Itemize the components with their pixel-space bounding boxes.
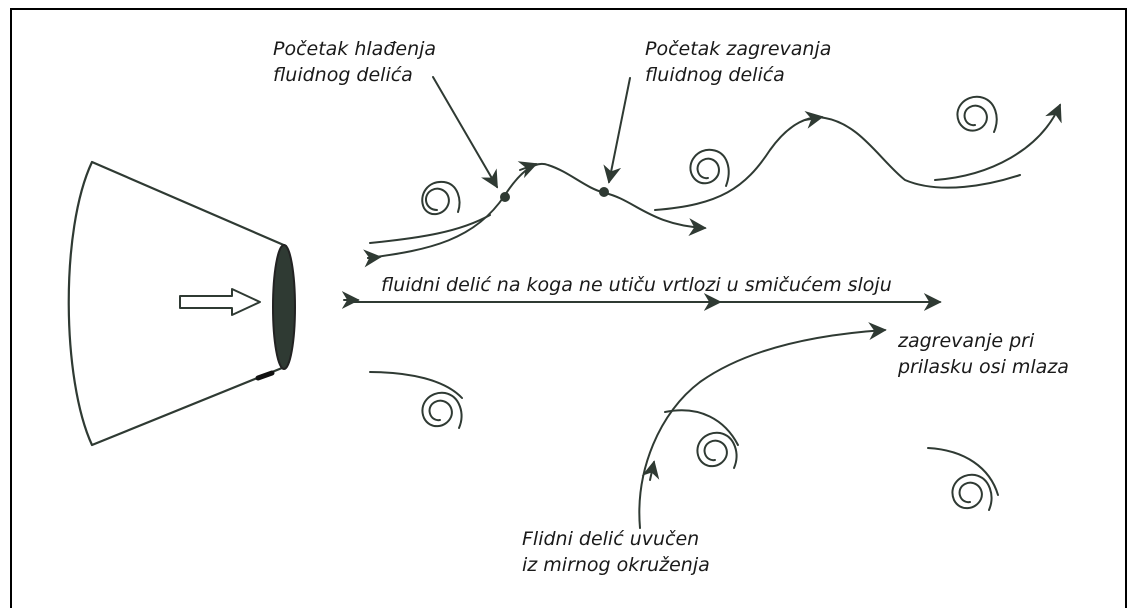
lower-left-shear-line <box>369 371 463 399</box>
vortex-5 <box>696 431 738 469</box>
vortex-4 <box>421 391 463 429</box>
entrained-particle-line-2: iz mirnog okruženja <box>522 554 710 576</box>
heating-start-line-2: fluidnog delića <box>645 64 785 86</box>
lower-middle-shear-line <box>664 409 739 446</box>
entrained-arrow-lower <box>641 460 660 481</box>
right-rising-path <box>934 103 1062 181</box>
flow-direction-arrow <box>179 288 261 316</box>
cooling-leader-line <box>432 76 498 189</box>
heating-near-axis-line-2: prilasku osi mlaza <box>898 356 1069 378</box>
wave-arrow-tip-left <box>363 249 382 268</box>
heating-start-point <box>599 187 609 197</box>
entrained-particle-path <box>638 322 887 529</box>
wave-arrow-1 <box>517 161 538 179</box>
upper-inflow-line <box>369 214 491 244</box>
nozzle-exit <box>272 244 296 370</box>
wavy-particle-path <box>367 162 707 259</box>
vortex-1 <box>421 180 461 216</box>
wave-arrow-2 <box>804 110 824 129</box>
entrained-particle-label: Flidni delić uvučen iz mirnog okruženja <box>522 526 710 578</box>
heating-near-axis-label: zagrevanje pri prilasku osi mlaza <box>898 328 1069 380</box>
nozzle <box>67 160 296 447</box>
entrained-particle-line-1: Flidni delić uvučen <box>522 528 700 550</box>
unaffected-particle-label: fluidni delić na koga ne utiču vrtlozi u… <box>381 274 892 296</box>
cooling-start-label: Početak hlađenja fluidnog delića <box>273 36 436 88</box>
nozzle-body <box>67 160 288 447</box>
cooling-start-point <box>500 192 510 202</box>
nozzle-lip-mark <box>255 370 275 381</box>
heating-leader-line <box>603 77 631 184</box>
vortex-6 <box>951 473 993 511</box>
jet-diagram <box>67 76 1062 529</box>
vortex-3 <box>956 95 998 133</box>
cooling-start-line-2: fluidnog delića <box>273 64 413 86</box>
vortex-2 <box>689 148 730 187</box>
heating-near-axis-line-1: zagrevanje pri <box>898 330 1035 352</box>
second-wave-path <box>654 116 1021 211</box>
lower-right-shear-line <box>927 447 999 496</box>
heating-start-line-1: Početak zagrevanja <box>645 38 832 60</box>
heating-start-label: Početak zagrevanja fluidnog delića <box>645 36 831 88</box>
diagram-frame <box>10 8 1127 608</box>
cooling-start-line-1: Početak hlađenja <box>273 38 437 60</box>
